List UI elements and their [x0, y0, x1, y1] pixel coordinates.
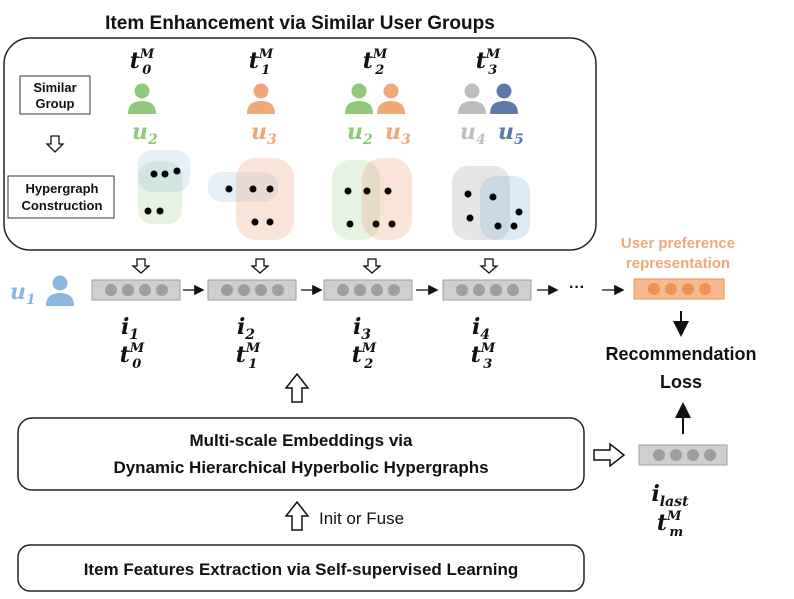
item-embedding [323, 279, 413, 301]
last-item-label: ilast [651, 481, 689, 510]
hypergraph-label-2: Construction [22, 198, 103, 213]
multiscale-to-sequence-arrow-icon [284, 372, 310, 403]
multiscale-label-2: Dynamic Hierarchical Hyperbolic Hypergra… [113, 458, 488, 477]
init-fuse-label: Init or Fuse [319, 509, 404, 528]
rec-loss-label-2: Loss [660, 372, 702, 392]
init-fuse-arrow-icon [284, 500, 310, 531]
user-icon [490, 83, 518, 114]
similar-group-label-1: Similar [33, 80, 76, 95]
down-arrow-icon [362, 258, 382, 274]
user-pref-embedding [633, 278, 725, 300]
hypergraph-4 [452, 166, 530, 240]
left-down-arrow-icon [45, 135, 65, 153]
diagram-title: Item Enhancement via Similar User Groups [105, 13, 495, 34]
rec-loss-label-1: Recommendation [605, 344, 756, 364]
main-user-label: u1 [10, 279, 36, 308]
item-embedding [207, 279, 297, 301]
user-label: u4 [460, 119, 486, 148]
item-embedding [442, 279, 532, 301]
user-icon [345, 83, 373, 114]
item-features-box [17, 544, 585, 592]
main-user-icon [46, 275, 74, 306]
hypergraph-label-1: Hypergraph [26, 181, 99, 196]
item-label: i4 [472, 314, 490, 343]
multiscale-label-1: Multi-scale Embeddings via [190, 431, 413, 450]
down-arrow-icon [479, 258, 499, 274]
hypergraph-3 [332, 158, 412, 240]
multiscale-to-last-arrow-icon [593, 442, 626, 468]
panel-to-sequence-arrows [131, 258, 499, 274]
multiscale-embeddings-box [17, 417, 585, 491]
user-label: u2 [347, 119, 373, 148]
hypergraph-1 [138, 150, 190, 224]
item-label: i3 [353, 314, 371, 343]
similar-group-box [19, 75, 91, 115]
user-icon [377, 83, 405, 114]
item-label: i1 [121, 314, 139, 343]
down-arrow-icon [250, 258, 270, 274]
user-pref-label-2: representation [626, 255, 730, 272]
down-arrow-icon [131, 258, 151, 274]
hypergraph-2 [208, 158, 294, 240]
user-label: u3 [385, 119, 411, 148]
item-enhancement-panel [3, 37, 597, 251]
similar-group-label-2: Group [36, 96, 75, 111]
user-icon [128, 83, 156, 114]
user-label: u2 [132, 119, 158, 148]
item-label: i2 [237, 314, 255, 343]
last-item-embedding [638, 444, 728, 466]
user-icon [247, 83, 275, 114]
item-features-label: Item Features Extraction via Self-superv… [84, 560, 519, 579]
user-icon [458, 83, 486, 114]
hypergraph-construction-box [7, 175, 115, 219]
user-pref-label-1: User preference [621, 235, 735, 252]
user-label: u5 [498, 119, 524, 148]
sequence-ellipsis: ··· [569, 279, 585, 296]
item-embedding [91, 279, 181, 301]
user-label: u3 [251, 119, 277, 148]
